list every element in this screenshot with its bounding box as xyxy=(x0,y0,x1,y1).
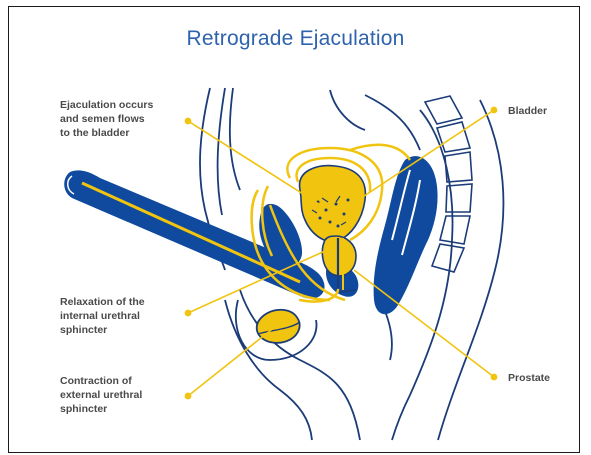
label-contraction: Contraction of external urethral sphinct… xyxy=(60,374,142,416)
bladder xyxy=(300,166,366,242)
leader-dot-contraction xyxy=(185,393,190,398)
testis xyxy=(257,310,300,343)
leader-dot-relaxation xyxy=(185,310,190,315)
leader-dot-prostate xyxy=(491,374,496,379)
label-ejaculation: Ejaculation occurs and semen flows to th… xyxy=(60,98,153,140)
rectum xyxy=(374,156,438,314)
label-bladder: Bladder xyxy=(508,104,547,118)
leader-contraction xyxy=(188,326,276,396)
leader-dot-bladder xyxy=(491,107,496,112)
leader-dot-ejaculation xyxy=(185,118,190,123)
label-prostate: Prostate xyxy=(508,371,550,385)
label-relaxation: Relaxation of the internal urethral sphi… xyxy=(60,295,145,337)
